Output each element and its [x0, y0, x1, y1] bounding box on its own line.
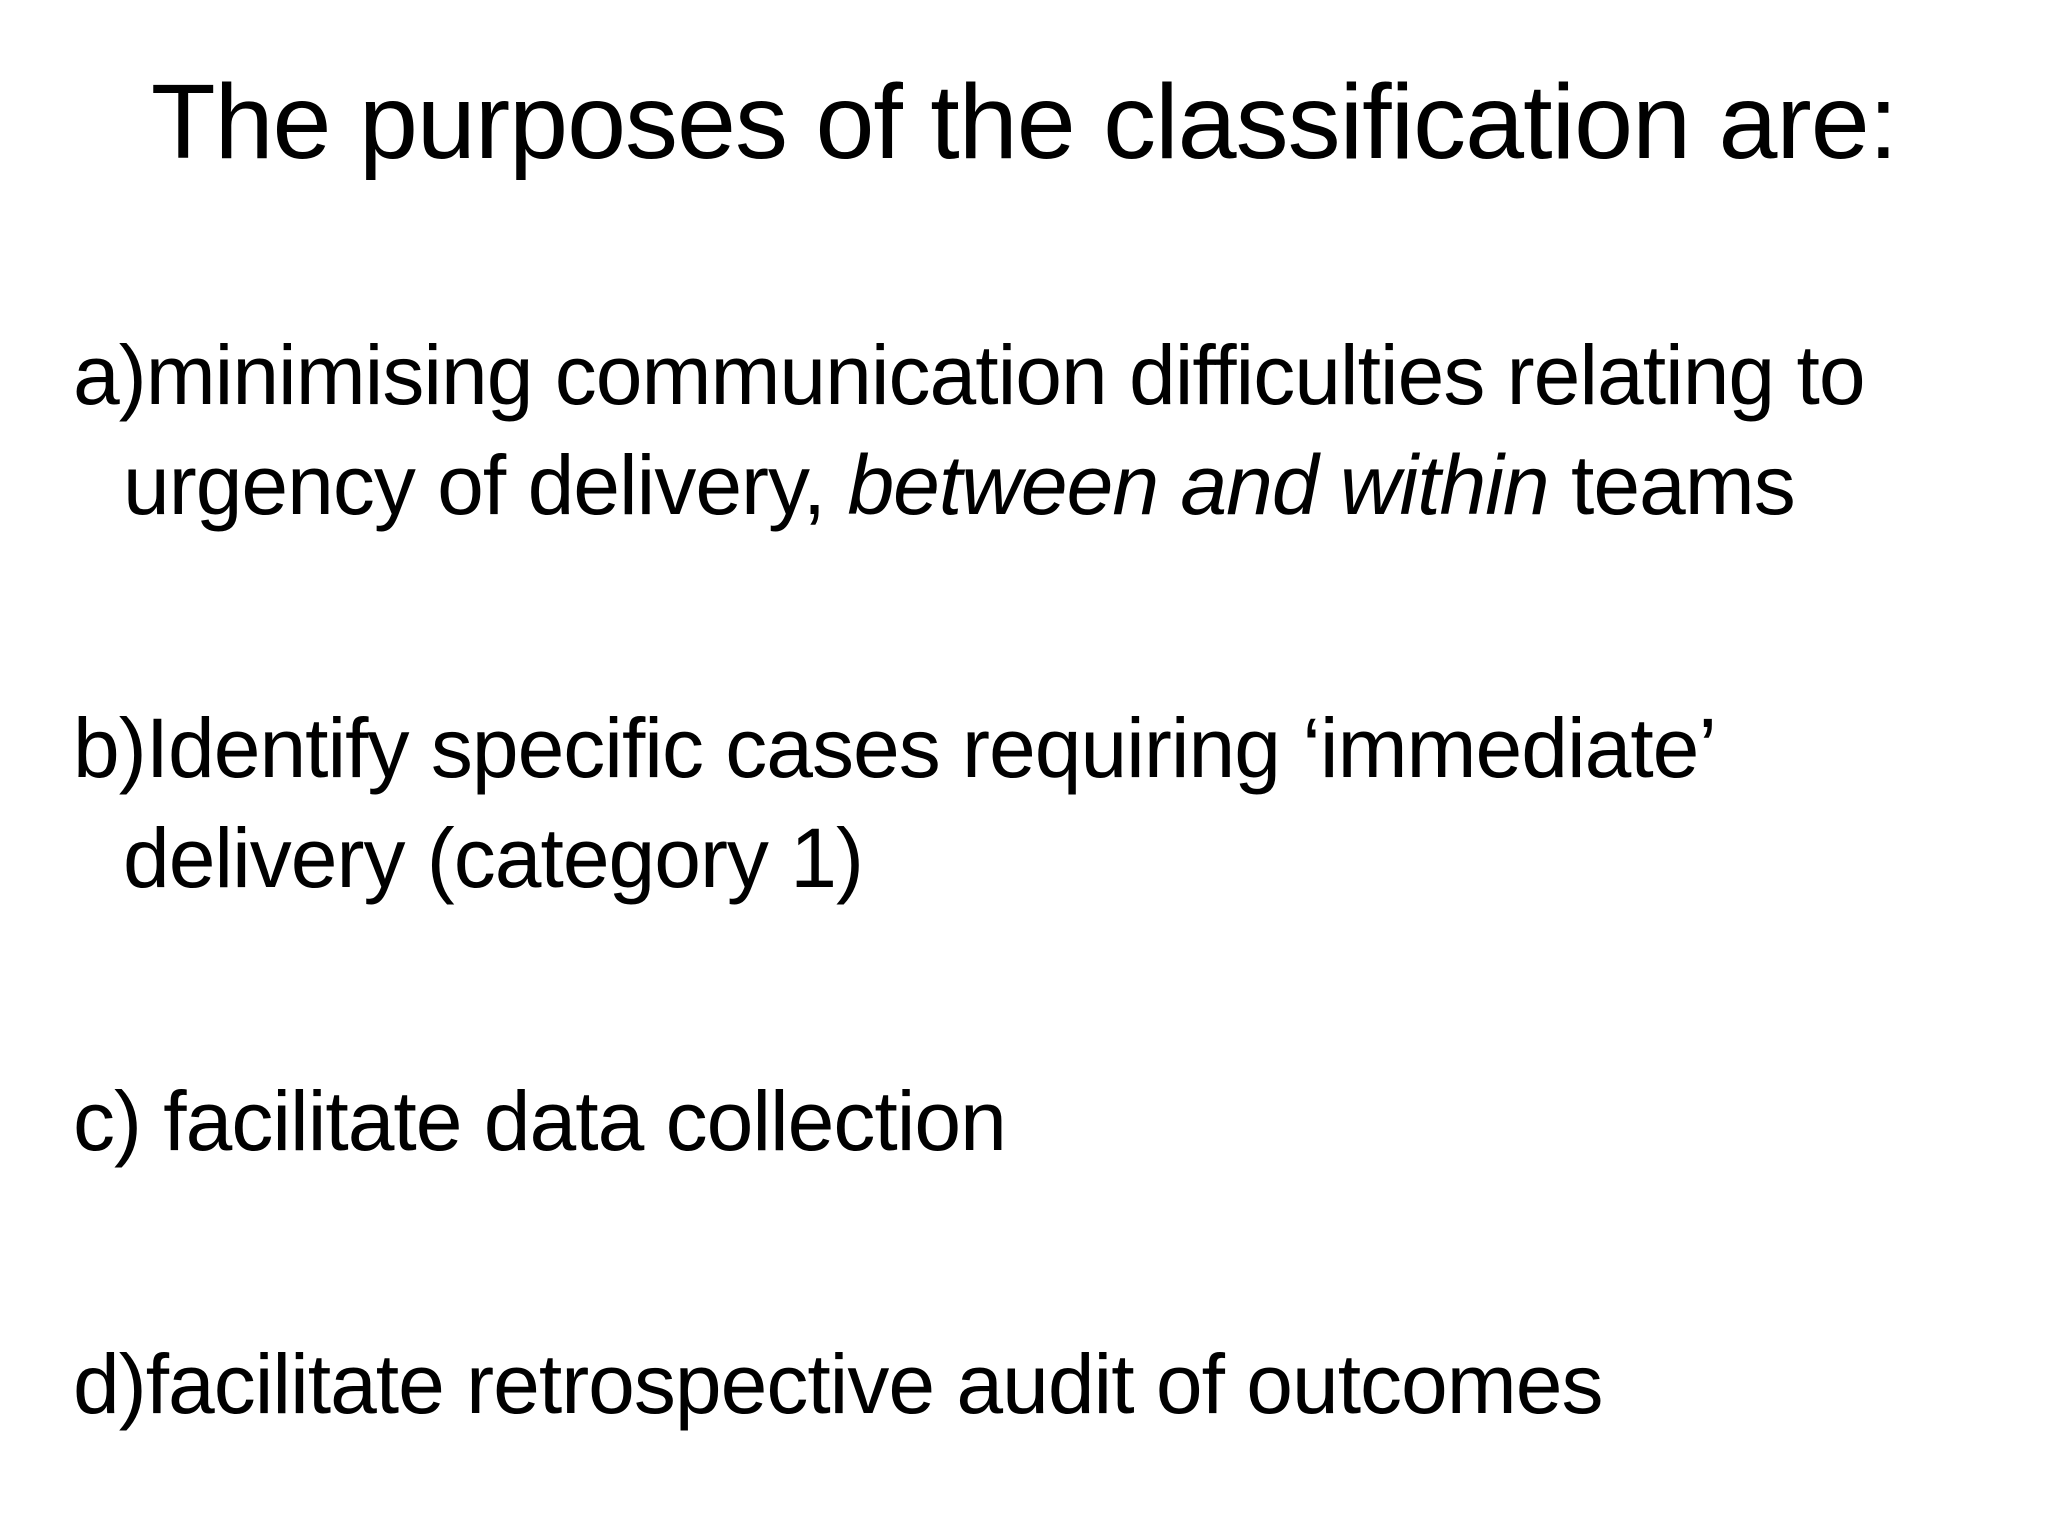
purpose-list: a)minimising communication difficulties … [0, 320, 2048, 1439]
item-c-line-1: c) facilitate data collection [73, 1074, 1007, 1168]
item-a-line-2: urgency of delivery, between and within … [123, 430, 2008, 540]
item-b-line-1: b)Identify specific cases requiring ‘imm… [73, 701, 1717, 795]
purpose-item-a: a)minimising communication difficulties … [73, 320, 2008, 540]
purpose-item-d: d)facilitate retrospective audit of outc… [73, 1329, 2008, 1439]
slide-title: The purposes of the classification are: [150, 63, 1898, 181]
purpose-item-b: b)Identify specific cases requiring ‘imm… [73, 693, 2008, 913]
item-d-line-1: d)facilitate retrospective audit of outc… [73, 1337, 1603, 1431]
purpose-item-c: c) facilitate data collection [73, 1066, 2008, 1176]
item-a-line-1: a)minimising communication difficulties … [73, 328, 1866, 422]
item-b-line-2: delivery (category 1) [123, 811, 864, 905]
item-a-line-2-start: urgency of delivery, [123, 438, 848, 532]
item-a-line-2-italic: between and within [847, 438, 1549, 532]
item-a-line-2-end: teams [1548, 438, 1796, 532]
